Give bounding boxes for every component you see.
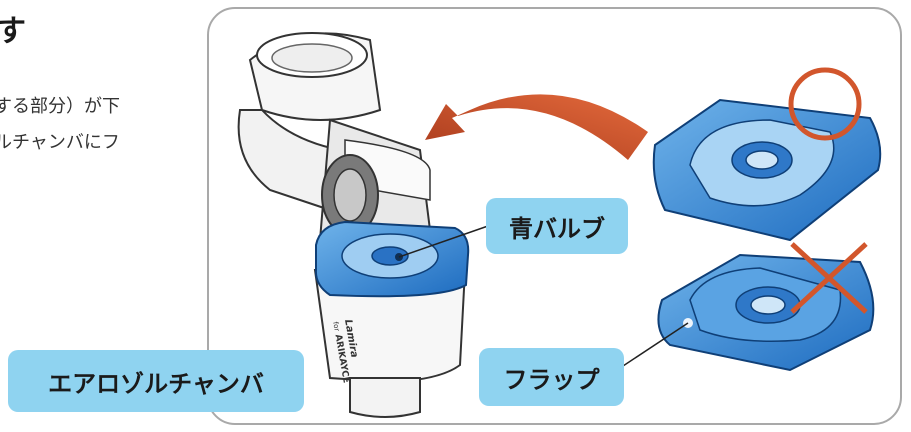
valve-correct-orientation — [652, 98, 882, 242]
blue-valve-label: 青バルブ — [486, 198, 628, 254]
instruction-text-line-1: する部分）が下 — [0, 96, 120, 117]
device-for-text: for — [331, 321, 341, 332]
installed-blue-valve — [314, 220, 470, 298]
valve-leader-line — [398, 225, 489, 258]
valve-incorrect-orientation — [657, 253, 875, 372]
nebulizer-handset — [237, 32, 432, 242]
aerosol-chamber-illustration: Lamira for ARIKAYCE — [313, 269, 467, 418]
insert-arrow — [425, 94, 648, 160]
instruction-text-line-2: ルチャンバにフ — [0, 132, 120, 153]
flap-label: フラップ — [479, 348, 624, 406]
section-heading-fragment: す — [0, 14, 26, 49]
correct-circle-mark — [788, 67, 862, 141]
flap-leader-line — [619, 322, 689, 369]
aerosol-chamber-label: エアロゾルチャンバ — [8, 350, 304, 412]
incorrect-cross-mark — [790, 242, 868, 314]
